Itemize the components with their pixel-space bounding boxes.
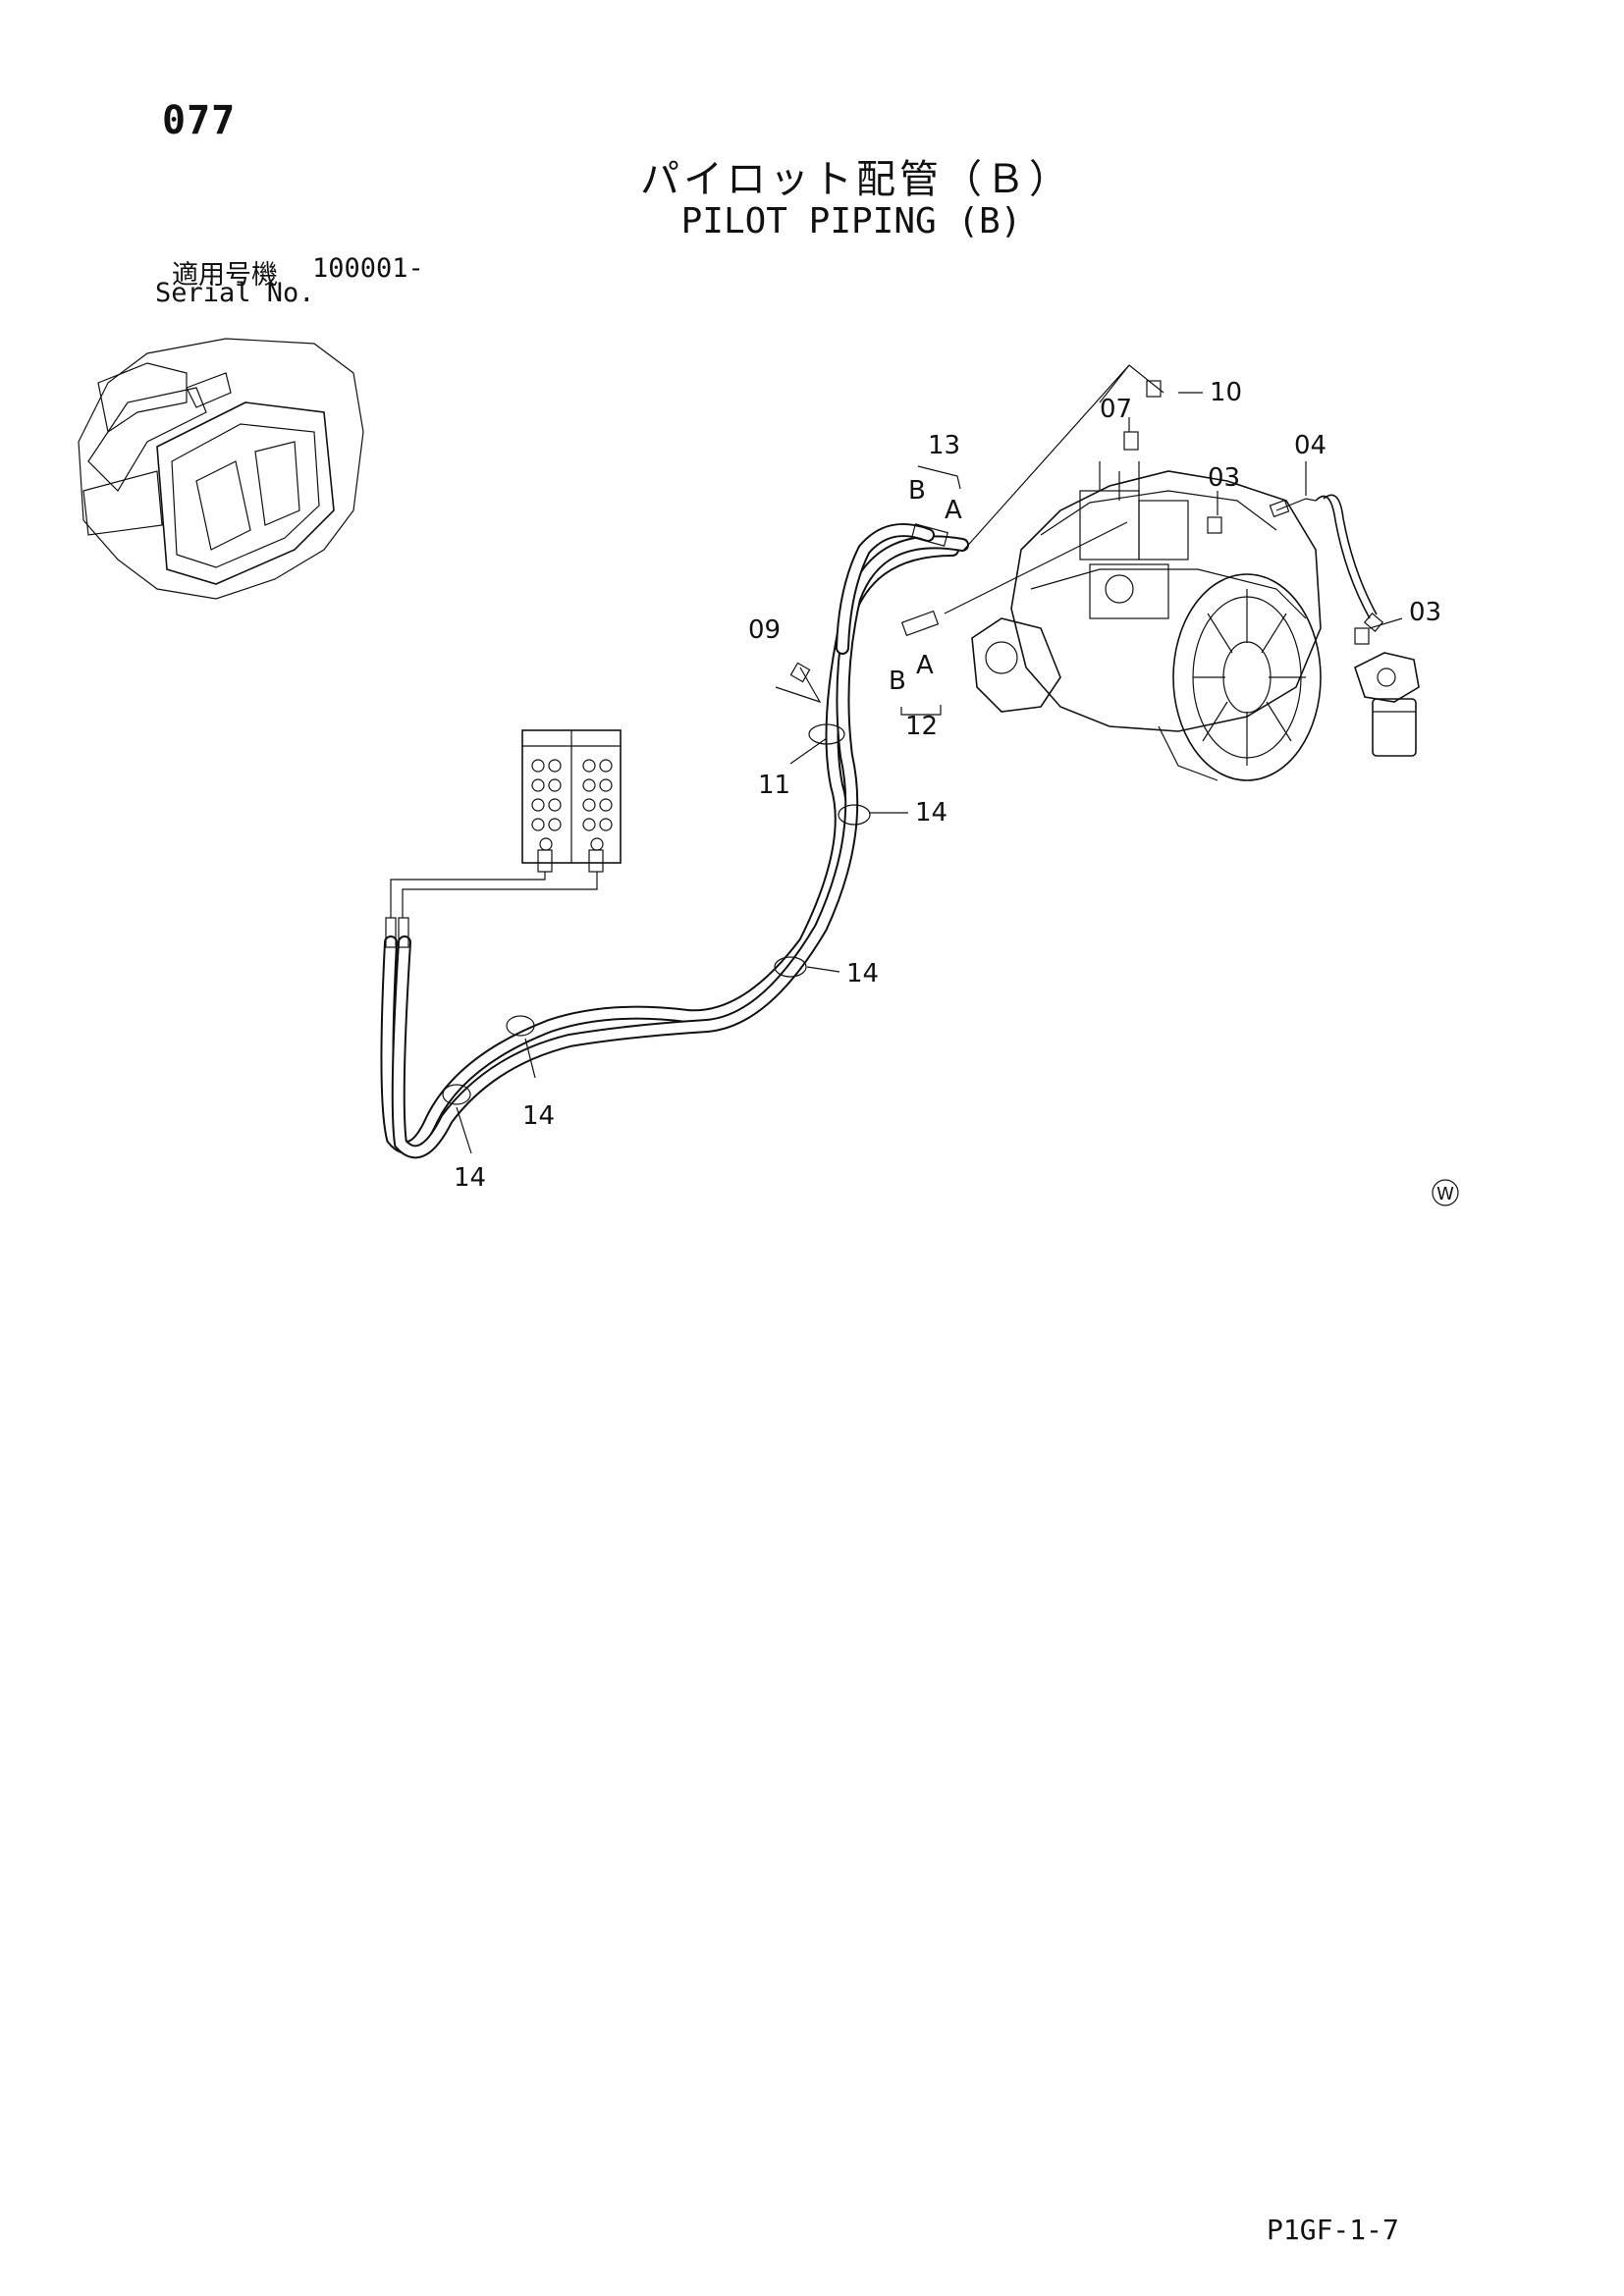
serial-label-jp: 適用号機: [172, 260, 278, 291]
machine-location-thumbnail: [78, 338, 364, 600]
serial-value: 100001-: [312, 253, 424, 284]
page-title-jp: パイロット配管（Ｂ）: [640, 157, 1072, 202]
document-code: P1GF-1-7: [1267, 2214, 1399, 2246]
callout-07: 07: [1100, 395, 1132, 424]
w-mark-letter: W: [1436, 1184, 1454, 1204]
w-mark: W: [1432, 1179, 1459, 1206]
page-number: 077: [162, 98, 237, 143]
pilot-valve-block: [390, 729, 622, 918]
callout-14-d: 14: [454, 1163, 486, 1193]
port-label-b-upper: B: [908, 476, 926, 506]
fittings: [789, 380, 1370, 683]
callout-03-upper: 03: [1208, 463, 1240, 493]
callout-10: 10: [1210, 378, 1242, 407]
plug-10: [1146, 380, 1162, 398]
elbow-07: [1123, 431, 1139, 451]
page-title-en: PILOT PIPING (B): [680, 201, 1022, 241]
adapter-03-lower: [1354, 627, 1370, 645]
serial-label-en: Serial No.: [155, 278, 315, 308]
pilot-filter: [1354, 652, 1420, 757]
callout-14-c: 14: [522, 1101, 555, 1131]
bolt-09: [789, 662, 811, 683]
callout-13: 13: [928, 431, 960, 460]
callout-12: 12: [905, 712, 938, 741]
leader-lines: [456, 364, 1403, 1154]
port-label-b-lower: B: [889, 667, 906, 696]
clamps-14: [442, 804, 871, 1105]
callout-14-a: 14: [915, 798, 947, 828]
port-label-a-upper: A: [945, 496, 962, 525]
adapter-03-upper: [1207, 516, 1222, 534]
port-label-a-lower: A: [916, 651, 934, 680]
callout-09: 09: [748, 615, 781, 645]
callout-14-b: 14: [846, 959, 879, 988]
callout-11: 11: [758, 771, 790, 800]
hose-04: [1269, 494, 1384, 632]
pump-assembly: [971, 461, 1322, 781]
callout-03-lower: 03: [1409, 598, 1441, 627]
callout-04: 04: [1294, 431, 1326, 460]
pilot-hoses-12-13: [380, 523, 969, 1159]
clamp-11: [808, 723, 845, 745]
